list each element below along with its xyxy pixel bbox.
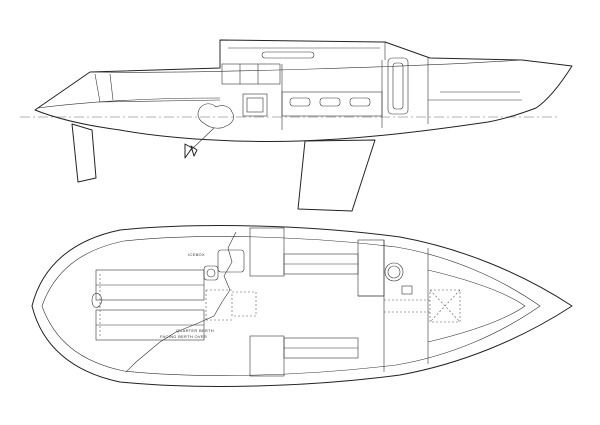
- rudder: [71, 123, 97, 183]
- cockpit: [94, 73, 221, 103]
- propeller-icon: [184, 143, 198, 159]
- hull-profile: [34, 39, 573, 142]
- sink: [203, 265, 219, 281]
- head-compartment: [357, 239, 385, 297]
- sheer-line: [89, 59, 523, 73]
- keel: [297, 139, 376, 212]
- stove: [242, 93, 268, 117]
- galley-cabinets: [221, 63, 281, 85]
- galley-counter: [217, 249, 245, 273]
- galley-note: ICEBOX: [188, 252, 205, 257]
- deck-edge: [41, 236, 541, 376]
- profile-view: [20, 39, 573, 212]
- saloon-table: [231, 291, 257, 317]
- cabin-house: [219, 40, 386, 68]
- hull-plan: [31, 225, 573, 387]
- engine: [197, 103, 234, 129]
- v-berth-filler: [429, 289, 461, 323]
- portlight: [261, 51, 315, 59]
- quarter-berth-note-line1: QUARTER BERTH: [176, 328, 214, 333]
- toilet-icon: [384, 262, 404, 282]
- prop-shaft: [189, 127, 215, 152]
- settee: [281, 91, 383, 117]
- plan-view: ICEBOX QUARTER BERTH FACING BERTH OV: [31, 225, 573, 387]
- section-cut-line: [125, 231, 237, 373]
- quarter-berth-note-line2: FACING BERTH OVER: [160, 334, 207, 339]
